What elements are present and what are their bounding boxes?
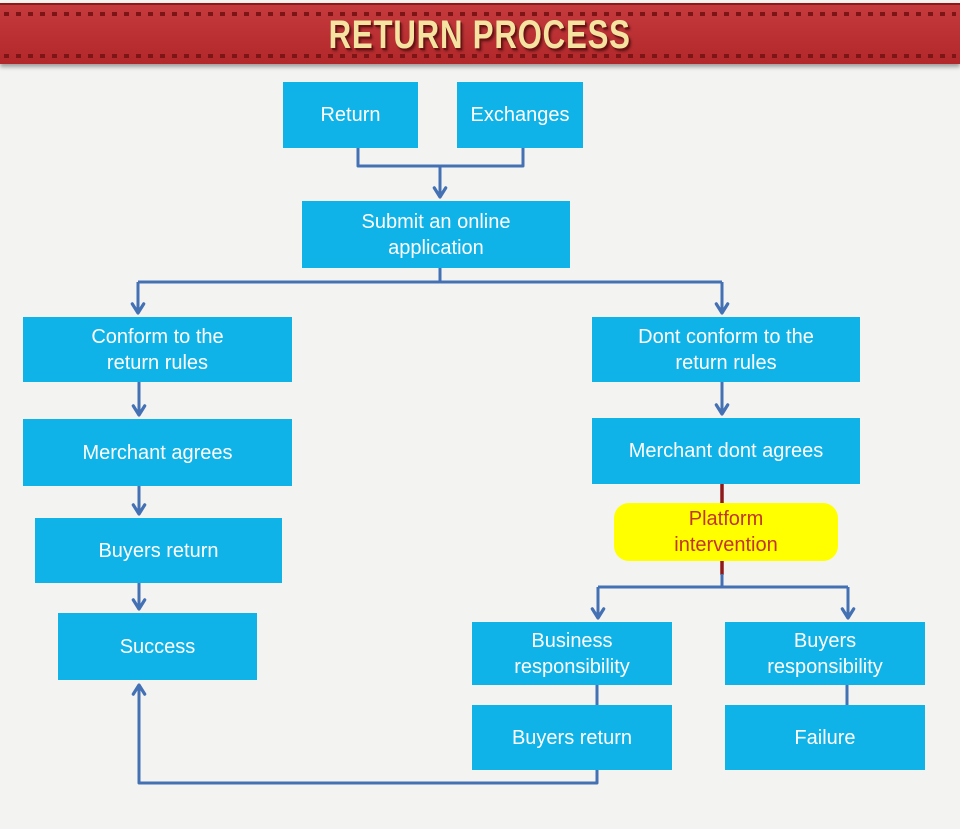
node-failure: Failure <box>725 705 925 770</box>
node-merchant-dont-agrees: Merchant dont agrees <box>592 418 860 484</box>
banner-dashed-line-bottom <box>4 54 956 58</box>
connector-platform-split-bar <box>598 574 848 589</box>
node-merchant-agrees: Merchant agrees <box>23 419 292 486</box>
connector-loopback-to-success <box>131 683 599 785</box>
node-platform-intervention: Platform intervention <box>614 503 838 561</box>
node-business-responsibility: Business responsibility <box>472 622 672 685</box>
header-banner: RETURN PROCESS <box>0 3 960 64</box>
node-buyers-return-right: Buyers return <box>472 705 672 770</box>
node-return: Return <box>283 82 418 148</box>
node-success: Success <box>58 613 257 680</box>
connector-merge-bracket <box>356 148 525 168</box>
page-title: RETURN PROCESS <box>328 12 632 57</box>
node-buyers-return-left: Buyers return <box>35 518 282 583</box>
banner-dashed-line-top <box>4 12 956 16</box>
node-exchanges: Exchanges <box>457 82 583 148</box>
node-buyers-responsibility: Buyers responsibility <box>725 622 925 685</box>
connector-split-bar <box>138 268 722 284</box>
node-conform-to-rules: Conform to the return rules <box>23 317 292 382</box>
node-dont-conform-to-rules: Dont conform to the return rules <box>592 317 860 382</box>
node-submit-application: Submit an online application <box>302 201 570 268</box>
